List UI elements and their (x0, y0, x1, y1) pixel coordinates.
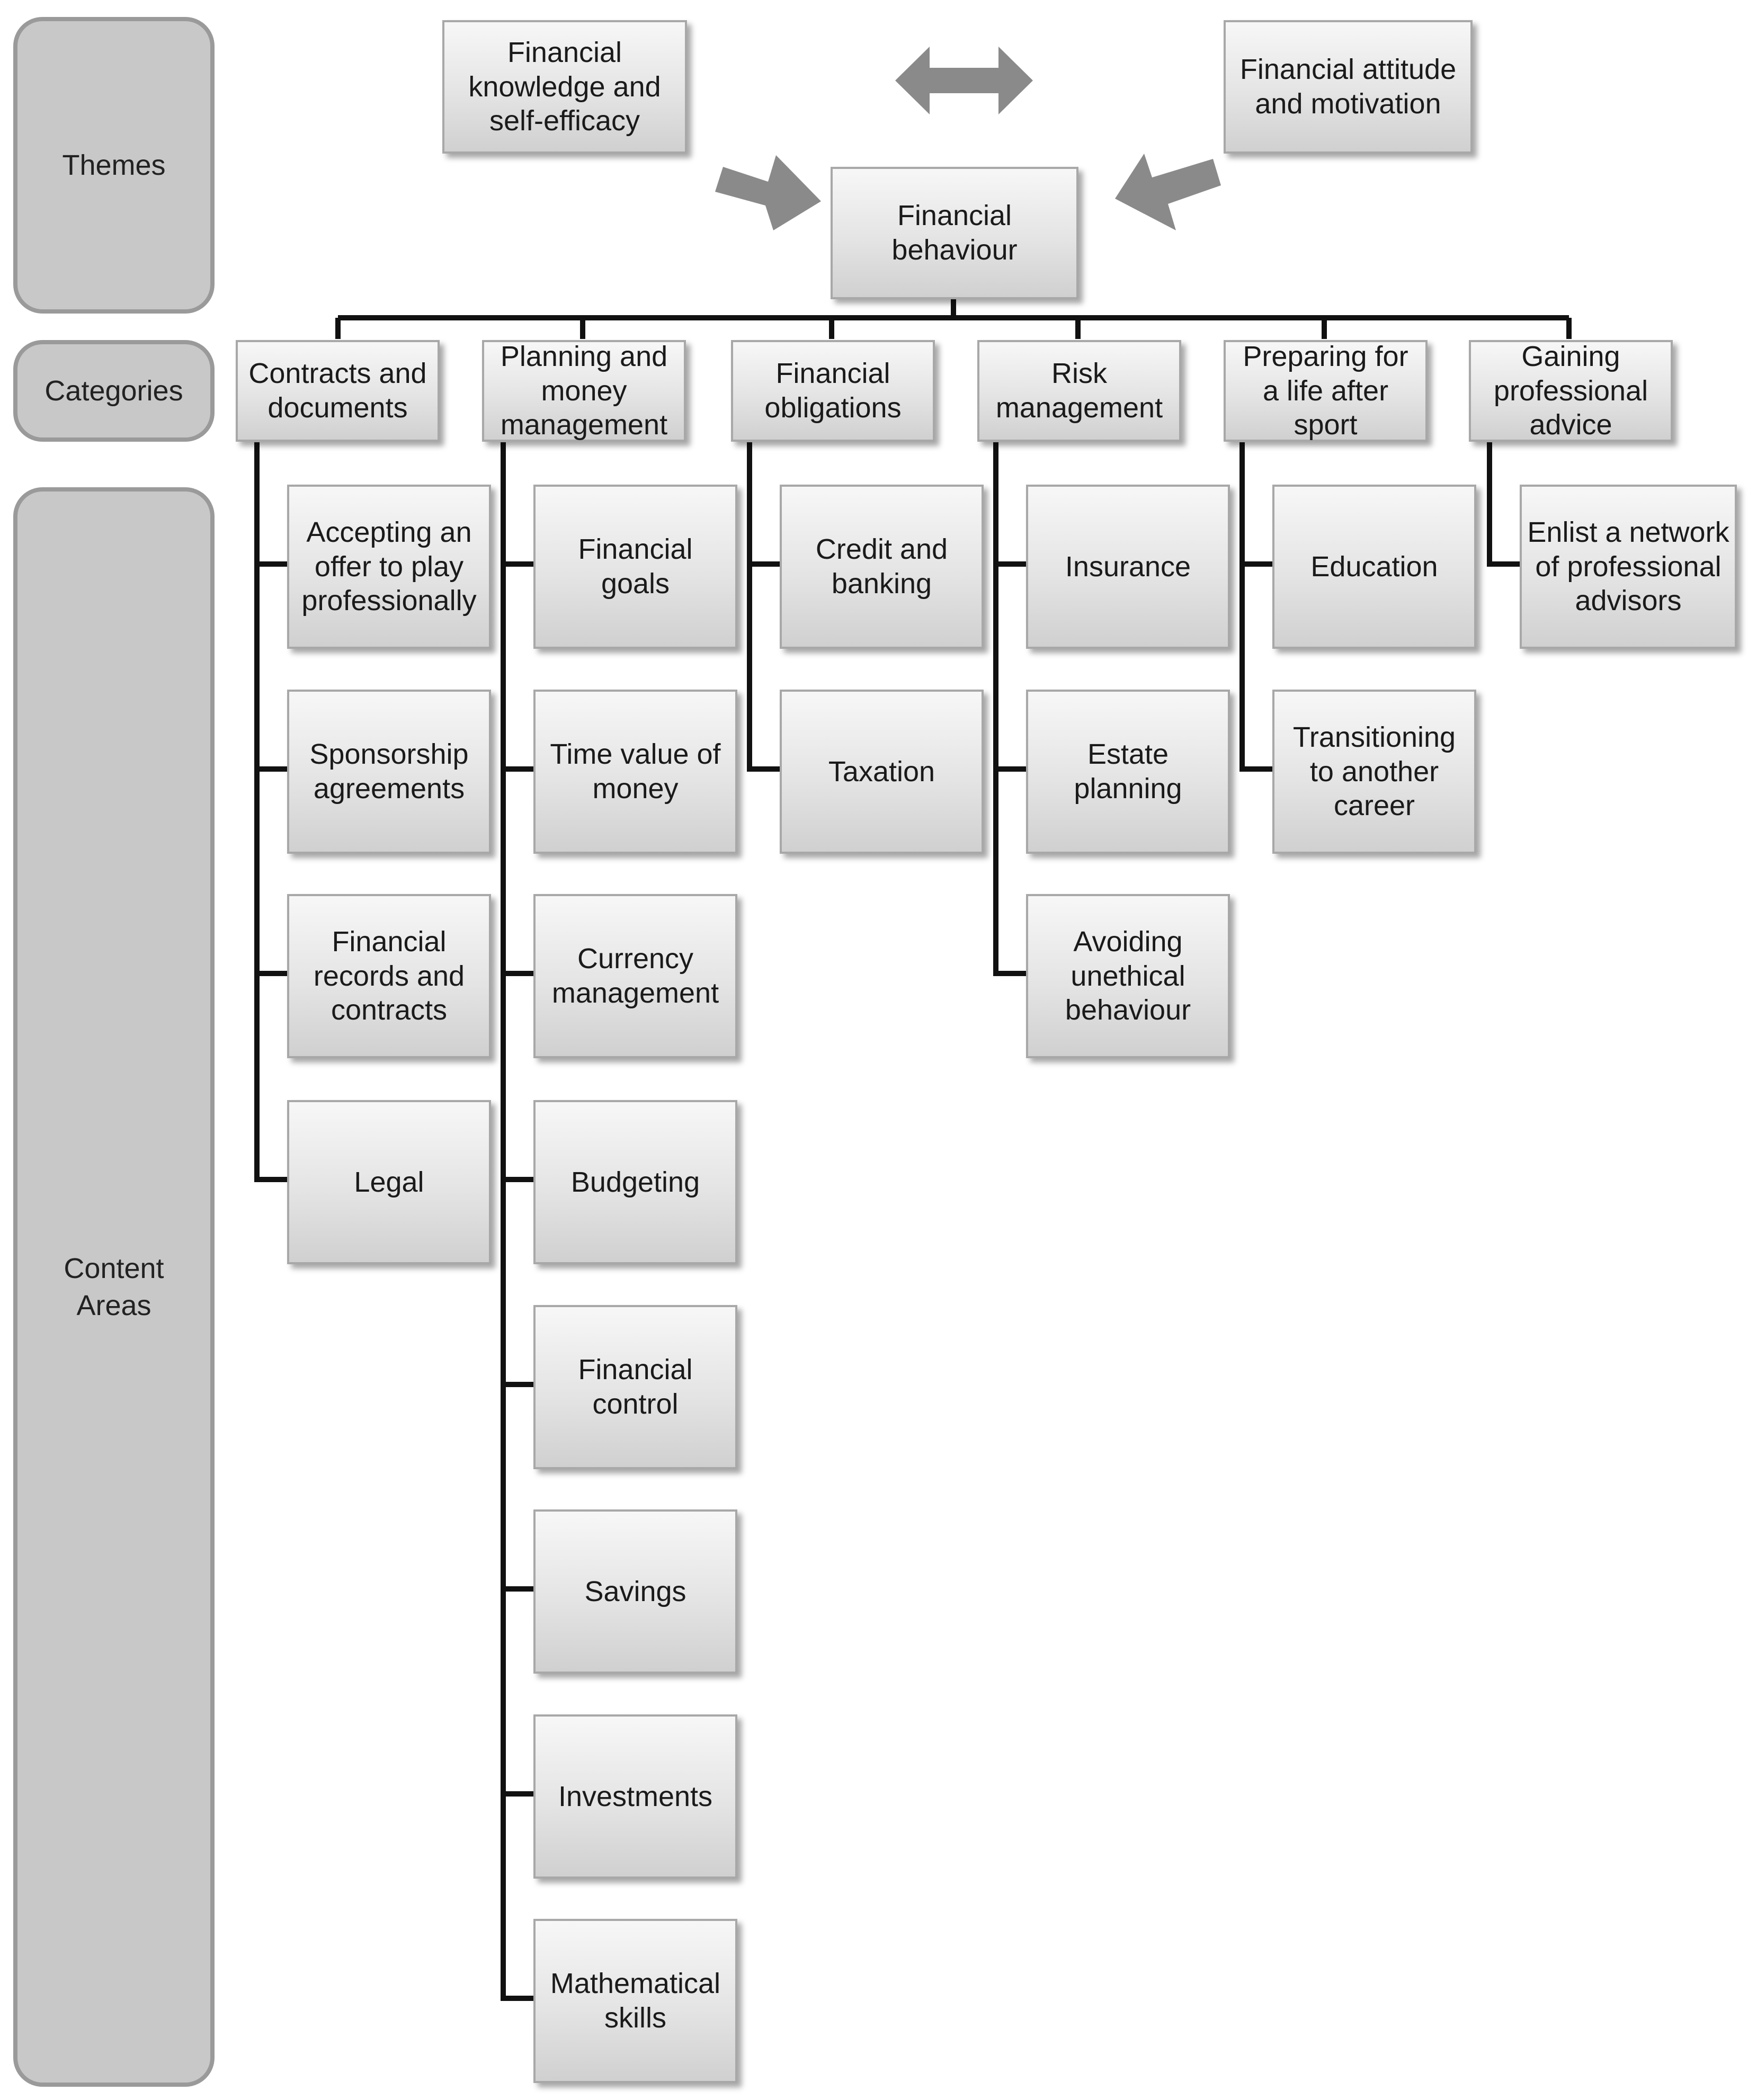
content-label: Taxation (828, 755, 935, 788)
theme-behaviour-text: Financial behaviour (891, 200, 1018, 266)
content-box: Avoiding unethical behaviour (1026, 894, 1230, 1058)
content-label: Sponsorship agreements (309, 738, 469, 805)
theme-knowledge-text: Financial knowledge and self-efficacy (468, 36, 661, 137)
content-box: Mathematical skills (533, 1919, 737, 2083)
category-obligations: Financial obligations (731, 340, 935, 442)
category-label: Planning and money management (500, 340, 668, 441)
content-box: Financial control (533, 1305, 737, 1469)
category-label: Financial obligations (764, 358, 902, 424)
content-label: Savings (584, 1575, 686, 1607)
category-label: Gaining professional advice (1493, 340, 1648, 441)
content-box: Accepting an offer to play professionall… (287, 485, 491, 649)
category-risk: Risk management (977, 340, 1181, 442)
content-label: Education (1310, 550, 1438, 583)
content-box: Financial records and contracts (287, 894, 491, 1058)
theme-box-knowledge: Financial knowledge and self-efficacy (442, 20, 687, 154)
left-arrow-icon (1115, 154, 1221, 230)
category-label: Contracts and documents (248, 358, 427, 424)
category-label: Preparing for a life after sport (1243, 340, 1408, 441)
content-box: Sponsorship agreements (287, 690, 491, 854)
content-label: Mathematical skills (550, 1968, 721, 2034)
content-label: Financial records and contracts (313, 925, 465, 1026)
content-label: Credit and banking (815, 533, 948, 600)
content-areas-side-label: Content Areas (13, 487, 215, 2087)
content-box: Taxation (780, 690, 984, 854)
content-label: Legal (354, 1166, 424, 1198)
themes-label-text: Themes (62, 149, 166, 181)
content-box: Budgeting (533, 1100, 737, 1264)
content-box: Insurance (1026, 485, 1230, 649)
right-arrow-icon (715, 155, 821, 230)
category-planning: Planning and money management (482, 340, 686, 442)
content-box: Estate planning (1026, 690, 1230, 854)
content-label: Insurance (1065, 550, 1191, 583)
content-box: Time value of money (533, 690, 737, 854)
content-box: Currency management (533, 894, 737, 1058)
content-label: Enlist a network of professional advisor… (1527, 516, 1729, 617)
content-label: Financial control (578, 1354, 693, 1420)
category-label: Risk management (995, 358, 1163, 424)
double-arrow-icon (895, 47, 1033, 114)
categories-side-label: Categories (13, 340, 215, 442)
content-label: Investments (558, 1780, 713, 1812)
content-box: Savings (533, 1509, 737, 1674)
content-box: Credit and banking (780, 485, 984, 649)
content-box: Investments (533, 1714, 737, 1879)
content-label: Financial goals (578, 533, 693, 600)
content-label: Time value of money (550, 738, 721, 805)
content-box: Education (1272, 485, 1476, 649)
content-label: Avoiding unethical behaviour (1065, 925, 1191, 1026)
category-professional-advice: Gaining professional advice (1469, 340, 1673, 442)
content-label: Transitioning to another career (1292, 721, 1456, 822)
category-life-after-sport: Preparing for a life after sport (1224, 340, 1428, 442)
category-contracts: Contracts and documents (236, 340, 440, 442)
content-label: Currency management (551, 943, 719, 1009)
content-box: Legal (287, 1100, 491, 1264)
content-label: Estate planning (1074, 738, 1182, 805)
theme-box-behaviour: Financial behaviour (831, 167, 1078, 299)
content-label: Budgeting (570, 1166, 700, 1198)
categories-label-text: Categories (44, 374, 183, 407)
theme-box-attitude: Financial attitude and motivation (1224, 20, 1473, 154)
themes-side-label: Themes (13, 17, 215, 314)
content-areas-label-text: Content Areas (64, 1252, 164, 1321)
theme-attitude-text: Financial attitude and motivation (1239, 53, 1457, 120)
content-box: Financial goals (533, 485, 737, 649)
content-box: Enlist a network of professional advisor… (1520, 485, 1737, 649)
content-label: Accepting an offer to play professionall… (301, 516, 477, 617)
content-box: Transitioning to another career (1272, 690, 1476, 854)
